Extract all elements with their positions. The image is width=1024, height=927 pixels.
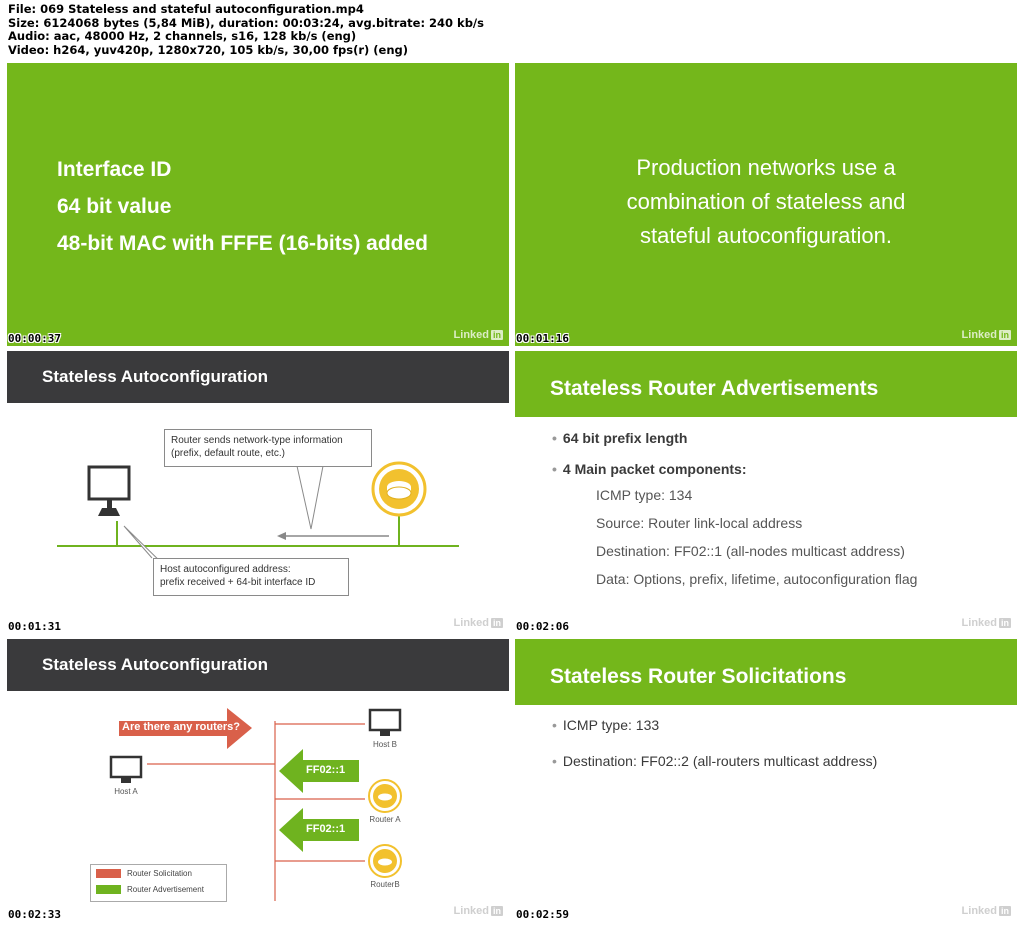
solicitation-label: Are there any routers? [122, 721, 240, 733]
slide-line: Interface ID [57, 158, 172, 181]
slide-text: Production networks use a combination of… [515, 151, 1017, 253]
file-info-line: File: 069 Stateless and stateful autocon… [8, 2, 364, 16]
slide-title: Stateless Autoconfiguration [42, 655, 269, 674]
callout-host-address: Host autoconfigured address: prefix rece… [153, 558, 349, 596]
sub-item: ICMP type: 134 [596, 487, 693, 503]
slide-line: 64 bit value [57, 195, 172, 218]
slide-title: Stateless Autoconfiguration [42, 367, 269, 386]
file-info-line: Size: 6124068 bytes (5,84 MiB), duration… [8, 15, 484, 30]
slide-line: stateful autoconfiguration. [640, 223, 892, 248]
file-info: File: 069 Stateless and stateful autocon… [8, 2, 484, 57]
timestamp: 00:01:31 [8, 620, 61, 633]
solicitation-arrow [119, 708, 252, 749]
thumbnail-6[interactable]: Stateless Router Solicitations •ICMP typ… [515, 639, 1017, 922]
host-a-label: Host A [114, 787, 138, 796]
router-icon [371, 461, 427, 517]
computer-icon [368, 708, 402, 736]
router-b-label: RouterB [370, 880, 400, 889]
bullet-item: •ICMP type: 133 [552, 717, 660, 733]
file-info-line: Audio: aac, 48000 Hz, 2 channels, s16, 1… [8, 29, 357, 43]
bullet-item: •Destination: FF02::2 (all-routers multi… [552, 753, 878, 769]
router-a-label: Router A [369, 815, 401, 824]
sub-item: Data: Options, prefix, lifetime, autocon… [596, 571, 918, 587]
host-b-label: Host B [372, 740, 397, 749]
computer-icon [87, 465, 131, 516]
slide-header: Stateless Autoconfiguration [7, 639, 509, 691]
slide-line: Production networks use a [636, 155, 896, 180]
thumbnail-5[interactable]: Stateless Autoconfiguration Are there a [7, 639, 509, 922]
timestamp: 00:02:33 [8, 908, 61, 921]
thumbnail-3[interactable]: Stateless Autoconfiguration Router sends… [7, 351, 509, 634]
thumbnail-1[interactable]: Interface ID 64 bit value 48-bit MAC wit… [7, 63, 509, 346]
legend: Router Solicitation Router Advertisement [90, 864, 227, 902]
callout-router-sends: Router sends network-type information (p… [164, 429, 372, 467]
advertisement-label: FF02::1 [306, 764, 346, 776]
router-icon [368, 779, 402, 813]
slide-title: Stateless Router Solicitations [550, 665, 847, 688]
bullet-item: •4 Main packet components: [552, 461, 747, 477]
thumbnail-2[interactable]: Production networks use a combination of… [515, 63, 1017, 346]
advertisement-arrow-2 [279, 808, 359, 852]
timestamp: 00:02:06 [516, 620, 569, 633]
legend-item: Router Advertisement [96, 885, 204, 894]
sub-item: Destination: FF02::1 (all-nodes multicas… [596, 543, 905, 559]
slide-line: combination of stateless and [626, 189, 906, 214]
slide-header: Stateless Router Solicitations [515, 639, 1017, 705]
router-icon [368, 844, 402, 878]
slide-header: Stateless Router Advertisements [515, 351, 1017, 417]
timestamp: 00:02:59 [516, 908, 569, 921]
advertisement-arrow-1 [279, 749, 359, 793]
legend-item: Router Solicitation [96, 869, 192, 878]
timestamp: 00:01:16 [516, 332, 569, 345]
solicitation-diagram [109, 708, 402, 901]
file-info-line: Video: h264, yuv420p, 1280x720, 105 kb/s… [8, 42, 409, 57]
advertisement-label: FF02::1 [306, 823, 346, 835]
slide-header: Stateless Autoconfiguration [7, 351, 509, 403]
computer-icon [109, 755, 143, 783]
autoconfig-diagram [57, 461, 459, 572]
slide-text: Interface ID 64 bit value 48-bit MAC wit… [57, 151, 428, 262]
thumbnail-4[interactable]: Stateless Router Advertisements •64 bit … [515, 351, 1017, 634]
bullet-item: •64 bit prefix length [552, 430, 688, 446]
timestamp: 00:00:37 [8, 332, 61, 345]
sub-item: Source: Router link-local address [596, 515, 803, 531]
slide-line: 48-bit MAC with FFFE (16-bits) added [57, 232, 428, 255]
slide-title: Stateless Router Advertisements [550, 377, 879, 400]
